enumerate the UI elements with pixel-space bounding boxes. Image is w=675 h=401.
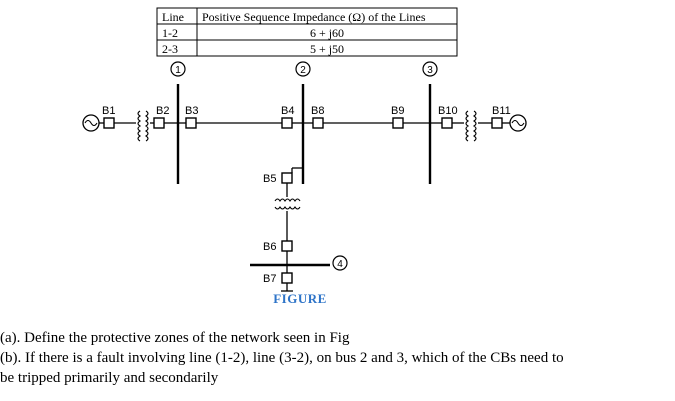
table-header-impedance: Positive Sequence Impedance (Ω) of the L… xyxy=(202,10,426,24)
circuit-breaker-b11 xyxy=(491,117,503,129)
breaker-label-b3: B3 xyxy=(185,105,198,117)
question-b: (b). If there is a fault involving line … xyxy=(0,350,564,366)
circuit-breaker-b7 xyxy=(281,272,293,284)
breaker-label-b6: B6 xyxy=(263,241,276,253)
bus-2-marker: 2 xyxy=(295,61,311,77)
question-b-continued: be tripped primarily and secondarily xyxy=(0,370,219,386)
circuit-breaker-b10 xyxy=(441,117,453,129)
circuit-breaker-b5 xyxy=(281,172,293,184)
question-a: (a). Define the protective zones of the … xyxy=(0,330,350,346)
circuit-breaker-b2 xyxy=(153,117,165,129)
bus-3-marker: 3 xyxy=(422,61,438,77)
circuit-breaker-b4 xyxy=(281,117,293,129)
breaker-label-b1: B1 xyxy=(102,105,115,117)
circuit-breaker-b6 xyxy=(281,240,293,252)
breaker-label-b7: B7 xyxy=(263,273,276,285)
bus-1-marker: 1 xyxy=(170,61,186,77)
bus-number: 4 xyxy=(337,259,343,270)
impedance-table: Line Positive Sequence Impedance (Ω) of … xyxy=(156,7,458,57)
table-header-line: Line xyxy=(162,10,184,24)
generator-left-icon xyxy=(82,114,100,132)
table-cell-line: 2-3 xyxy=(162,42,178,56)
transformer-right-icon xyxy=(465,110,477,142)
generator-right-icon xyxy=(509,114,527,132)
breaker-label-b9: B9 xyxy=(391,105,404,117)
breaker-label-b5: B5 xyxy=(263,173,276,185)
circuit-breaker-b8 xyxy=(312,117,324,129)
bus-4-marker: 4 xyxy=(332,255,348,271)
table-cell-impedance: 6 + j60 xyxy=(310,26,344,40)
table-cell-line: 1-2 xyxy=(162,26,178,40)
breaker-label-b10: B10 xyxy=(438,105,458,117)
table-cell-impedance: 5 + j50 xyxy=(310,42,344,56)
breaker-label-b8: B8 xyxy=(311,105,324,117)
circuit-breaker-b1 xyxy=(103,117,115,129)
figure-caption: FIGURE xyxy=(273,291,327,306)
bus-number: 2 xyxy=(300,65,306,76)
bus-number: 1 xyxy=(175,65,181,76)
circuit-breaker-b3 xyxy=(185,117,197,129)
transformer-vertical-icon xyxy=(274,198,301,210)
bus-number: 3 xyxy=(427,65,433,76)
breaker-label-b11: B11 xyxy=(492,105,511,117)
breaker-label-b4: B4 xyxy=(281,105,294,117)
transformer-left-icon xyxy=(137,110,149,142)
circuit-breaker-b9 xyxy=(392,117,404,129)
breaker-label-b2: B2 xyxy=(156,105,169,117)
